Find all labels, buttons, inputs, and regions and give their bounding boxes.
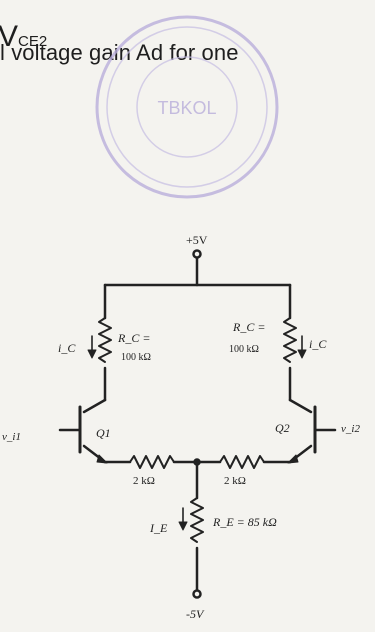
rc-right-label: R_C = — [232, 320, 265, 334]
supply-negative-label: -5V — [186, 607, 205, 621]
q2-transistor — [287, 398, 337, 464]
ic-right-label: i_C — [309, 337, 327, 351]
vce2-prefix: V — [0, 20, 19, 53]
ree-resistor — [190, 497, 204, 543]
voltage-gain-text: l voltage gain Ad for one — [0, 40, 239, 65]
rc-left-value: 100 kΩ — [121, 352, 151, 363]
ree-label: R_E = 85 kΩ — [212, 515, 277, 529]
q1-label: Q1 — [96, 426, 111, 440]
q1-transistor — [58, 398, 108, 464]
rc-left-label: R_C = — [117, 331, 150, 345]
rc-right-resistor — [283, 317, 297, 363]
re-left-value: 2 kΩ — [133, 475, 155, 487]
re-right-value: 2 kΩ — [224, 475, 246, 487]
vin1-label: v_i1 — [2, 431, 21, 443]
ic-left-label: i_C — [58, 341, 76, 355]
rc-left-resistor — [98, 317, 112, 363]
rc-right-value: 100 kΩ — [229, 344, 259, 355]
vin2-label: v_i2 — [341, 423, 360, 435]
stamp-center-text: TBKOL — [157, 98, 216, 118]
re-right-resistor — [219, 455, 265, 469]
ie-label: I_E — [149, 521, 168, 535]
supply-positive-label: +5V — [186, 233, 208, 247]
vce2-subscript: CE2 — [18, 33, 48, 50]
vce2-text: VCE2 — [0, 20, 47, 54]
q2-label: Q2 — [275, 421, 290, 435]
re-left-resistor — [129, 455, 175, 469]
seal-stamp: TBKOL — [95, 15, 279, 199]
